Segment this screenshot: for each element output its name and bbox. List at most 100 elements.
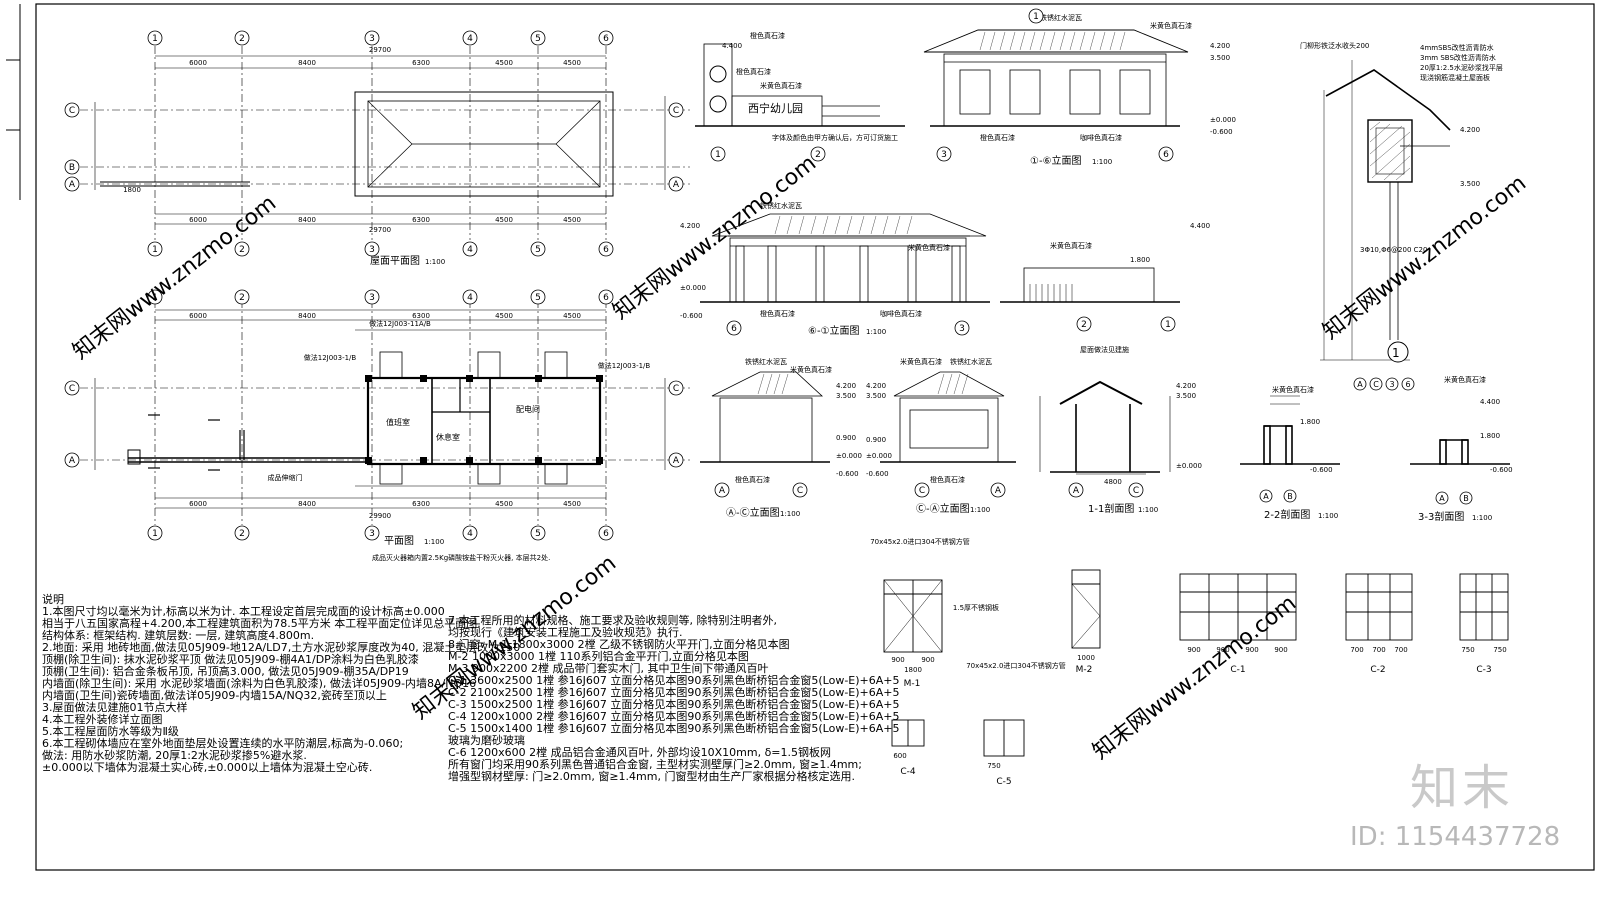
elevation-1-6 — [695, 29, 1189, 127]
note-line: 顶棚(卫生间): 铝合金条板吊顶, 吊顶高3.000, 做法见05J909-棚3… — [42, 665, 409, 678]
floor-axis-bubbles — [64, 289, 684, 541]
s33-axb: B — [1463, 494, 1469, 503]
e16-ax1: 1 — [715, 150, 721, 160]
elev16-orange: 橙色真石漆 — [750, 31, 785, 40]
elev16-h4400: 4.400 — [722, 42, 742, 50]
elev16-beige2: 米黄色真石漆 — [1150, 21, 1192, 30]
s11-axa: A — [1073, 486, 1080, 496]
det-note-1: 4mmSBS改性沥青防水 — [1420, 43, 1494, 52]
s11-h3500: 3.500 — [1176, 392, 1196, 400]
note-line: 6.本工程砌体墙应在室外地面垫层处设置连续的水平防潮层,标高为-0.060; — [42, 737, 404, 750]
notes-title: 说明 — [42, 593, 64, 606]
elevation-6-1 — [700, 213, 1180, 303]
eca-h0900: 0.900 — [866, 436, 886, 444]
sheet-border — [35, 3, 1595, 871]
eca-axc: C — [919, 486, 925, 496]
eca-hneg: -0.600 — [866, 470, 889, 478]
elev16-orange3: 橙色真石漆 — [980, 133, 1015, 142]
note2-line: C-3 1500x2500 1樘 参16J607 立面分格见本图90系列黑色断桥… — [448, 698, 900, 711]
fp-dim-2b: 8400 — [298, 500, 316, 508]
det-axc: C — [1373, 380, 1379, 389]
note-line: 结构体系: 框架结构. 建筑层数: 一层, 建筑高度4.800m. — [42, 629, 315, 642]
axis-1-top: 1 — [152, 34, 158, 44]
note-line: 内墙面(除卫生间): 采用 水泥砂浆墙面(涂料为白色乳胶漆), 做法详05J90… — [42, 677, 477, 690]
note2-line: 8.门窗: M-1 1800x3000 2樘 乙级不锈钢防火平开门,立面分格见本… — [448, 638, 790, 651]
s33-h1800: 1.800 — [1480, 432, 1500, 440]
elev-c-a-scale: 1:100 — [970, 506, 990, 514]
elev61-h4200: 4.200 — [680, 222, 700, 230]
label-c1: C-1 — [1230, 665, 1245, 675]
fp-axis-4b: 4 — [467, 529, 473, 539]
axis-1-bottom: 1 — [152, 245, 158, 255]
m1-width: 1800 — [904, 666, 922, 674]
m1-half-b: 900 — [921, 656, 934, 664]
e61-ax1: 1 — [1165, 320, 1171, 330]
note2-line: 7.本工程所用的材料规格、施工要求及验收规则等, 除特别注明者外, — [448, 614, 777, 627]
elev61-h1800: 1.800 — [1130, 256, 1150, 264]
sec-1-1-title: 1-1剖面图 — [1088, 502, 1134, 515]
axis-a-left: A — [69, 180, 76, 190]
s11-h4200: 4.200 — [1176, 382, 1196, 390]
fp-dim-5: 4500 — [563, 312, 581, 320]
watermark-brand: 知末 — [1410, 760, 1515, 816]
elevations-side — [700, 371, 1171, 475]
dim-overhang: 1800 — [123, 186, 141, 194]
axis-6-bottom: 6 — [603, 245, 609, 255]
fp-axis-c2: C — [673, 384, 679, 394]
note-line: 内墙面(卫生间)瓷砖墙面,做法详05J909-内墙15A/NQ32,瓷砖至顶以上 — [42, 689, 387, 702]
floor-note-2: 做法12J003-1/B — [304, 353, 357, 362]
e61-ax6: 6 — [731, 324, 737, 334]
e61-ax3: 3 — [959, 324, 965, 334]
s22-axb: B — [1287, 492, 1293, 501]
det-rebar: 3Φ10,Φ6@200 C20 — [1360, 246, 1427, 254]
sec-1-1-scale: 1:100 — [1138, 506, 1158, 514]
note2-line: M-3 900x2200 2樘 成品带门套实木门, 其中卫生间下带通风百叶 — [448, 662, 769, 675]
dim-total-roof: 29700 — [369, 46, 391, 54]
axis-c-left: C — [69, 106, 75, 116]
door-window-schedule — [883, 569, 1509, 757]
e16-ax2: 2 — [815, 150, 821, 160]
label-c4: C-4 — [900, 767, 916, 777]
roof-plan — [80, 46, 690, 240]
fp-dim-1: 6000 — [189, 312, 207, 320]
note-line: 1.本图尺寸均以毫米为计,标高以米为计. 本工程设定首层完成面的设计标高±0.0… — [42, 605, 445, 618]
eca-orange: 橙色真石漆 — [930, 475, 965, 484]
fp-axis-1: 1 — [152, 293, 158, 303]
detail-axis-bubbles — [1353, 377, 1415, 391]
door-window-notes: 7.本工程所用的材料规格、施工要求及验收规则等, 除特别注明者外, 均按现行《建… — [448, 614, 900, 783]
c2-w1: 700 — [1350, 646, 1363, 654]
fp-axis-6b: 6 — [603, 529, 609, 539]
note2-line: 所有窗门均采用90系列黑色普通铝合金窗, 主型材实测壁厚门≥2.0mm, 窗≥1… — [448, 758, 862, 771]
m1-note: 70x45x2.0进口304不锈钢方管 — [870, 537, 970, 546]
axis-4-top: 4 — [467, 34, 473, 44]
elev61-tile: 铁锈红水泥瓦 — [760, 201, 802, 210]
room-power: 配电间 — [516, 404, 540, 414]
elev61-beige: 米黄色真石漆 — [908, 243, 950, 252]
axis-c-right: C — [673, 106, 679, 116]
elev16-coffee: 咖啡色真石漆 — [1080, 133, 1122, 142]
elev16-orange2: 橙色真石漆 — [736, 67, 771, 76]
fp-axis-a2: A — [673, 456, 680, 466]
axis-4-bottom: 4 — [467, 245, 473, 255]
dim-bay-1: 6000 — [189, 59, 207, 67]
sections-2-3 — [1240, 395, 1510, 465]
eac-h3500: 3.500 — [836, 392, 856, 400]
det-axa: A — [1357, 380, 1363, 389]
elev61-axis-bubbles — [726, 316, 1176, 336]
elev16-tile: 铁锈红水泥瓦 — [1040, 13, 1082, 22]
sec-2-2-scale: 1:100 — [1318, 512, 1338, 520]
elev-a-c-title: Ⓐ-Ⓒ立面图 — [726, 506, 780, 519]
label-m1: M-1 — [904, 679, 921, 689]
sec-3-3-scale: 1:100 — [1472, 514, 1492, 522]
note-line: 4.本工程外装修详立面图 — [42, 713, 163, 726]
elev61-hneg: -0.600 — [680, 312, 703, 320]
s22-hneg: -0.600 — [1310, 466, 1333, 474]
eac-tile: 铁锈红水泥瓦 — [745, 357, 787, 366]
axis-b-left: B — [69, 163, 75, 173]
c4-w: 600 — [893, 752, 906, 760]
floor-plan-title: 平面图 — [384, 535, 414, 547]
fp-dim-5b: 4500 — [563, 500, 581, 508]
dim-bay-3: 6300 — [412, 59, 430, 67]
elev-6-1-scale: 1:100 — [866, 328, 886, 336]
label-c2: C-2 — [1370, 665, 1385, 675]
